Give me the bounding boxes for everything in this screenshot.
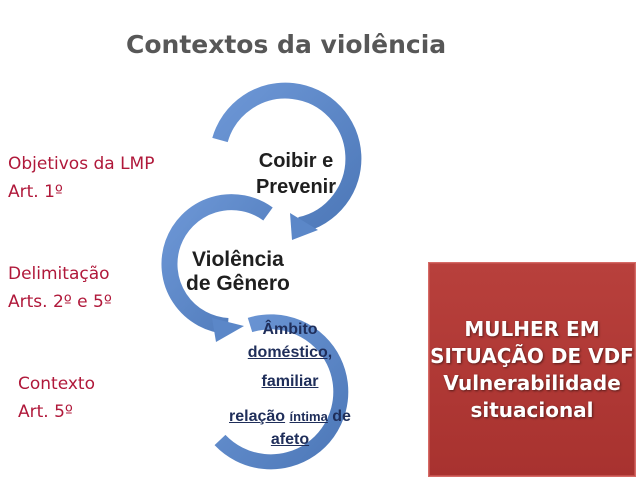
label-objetivos: Objetivos da LMP Art. 1º — [8, 150, 154, 206]
label-contexto-line2: Art. 5º — [18, 402, 73, 422]
slide-title: Contextos da violência — [126, 30, 447, 59]
cycle-item-ambito-line4: relação íntima de — [200, 405, 380, 428]
ring-top — [212, 82, 362, 240]
label-delimitacao-line1: Delimitação — [8, 264, 110, 284]
label-contexto: Contexto Art. 5º — [18, 370, 95, 426]
label-objetivos-line1: Objetivos da LMP — [8, 154, 155, 174]
cycle-item-ambito-line3: familiar — [261, 373, 319, 390]
highlight-line-4: situacional — [470, 397, 594, 422]
cycle-item-violencia-line1: Violência — [192, 248, 284, 271]
highlight-line-1: MULHER EM — [464, 316, 600, 341]
cycle-item-ambito-line4c: de — [332, 408, 351, 425]
highlight-box-text: MULHER EM SITUAÇÃO DE VDF Vulnerabilidad… — [430, 316, 634, 424]
cycle-item-ambito-line4a: relação — [229, 408, 286, 425]
cycle-item-ambito-line5: afeto — [270, 431, 310, 448]
cycle-item-ambito-line1: Âmbito — [262, 321, 318, 338]
cycle-item-coibir-line1: Coibir e — [258, 150, 334, 172]
highlight-line-3: Vulnerabilidade — [443, 370, 621, 395]
cycle-item-violencia: Violência de Gênero — [186, 248, 326, 296]
highlight-box: MULHER EM SITUAÇÃO DE VDF Vulnerabilidad… — [428, 262, 636, 477]
cycle-item-ambito-line4b: íntima — [289, 409, 328, 424]
cycle-item-coibir-line2: Prevenir — [255, 176, 337, 198]
label-delimitacao: Delimitação Arts. 2º e 5º — [8, 260, 112, 316]
highlight-line-2: SITUAÇÃO DE VDF — [430, 343, 634, 368]
cycle-item-coibir: Coibir e Prevenir — [236, 148, 356, 200]
cycle-item-ambito: Âmbito doméstico, familiar relação íntim… — [200, 318, 380, 451]
ring-middle — [161, 194, 273, 342]
label-delimitacao-line2: Arts. 2º e 5º — [8, 292, 112, 312]
cycle-item-ambito-line2: doméstico, — [247, 344, 333, 361]
cycle-item-violencia-line2: de Gênero — [186, 272, 290, 295]
label-contexto-line1: Contexto — [18, 374, 95, 394]
label-objetivos-line2: Art. 1º — [8, 182, 63, 202]
ring-bottom — [214, 314, 349, 470]
